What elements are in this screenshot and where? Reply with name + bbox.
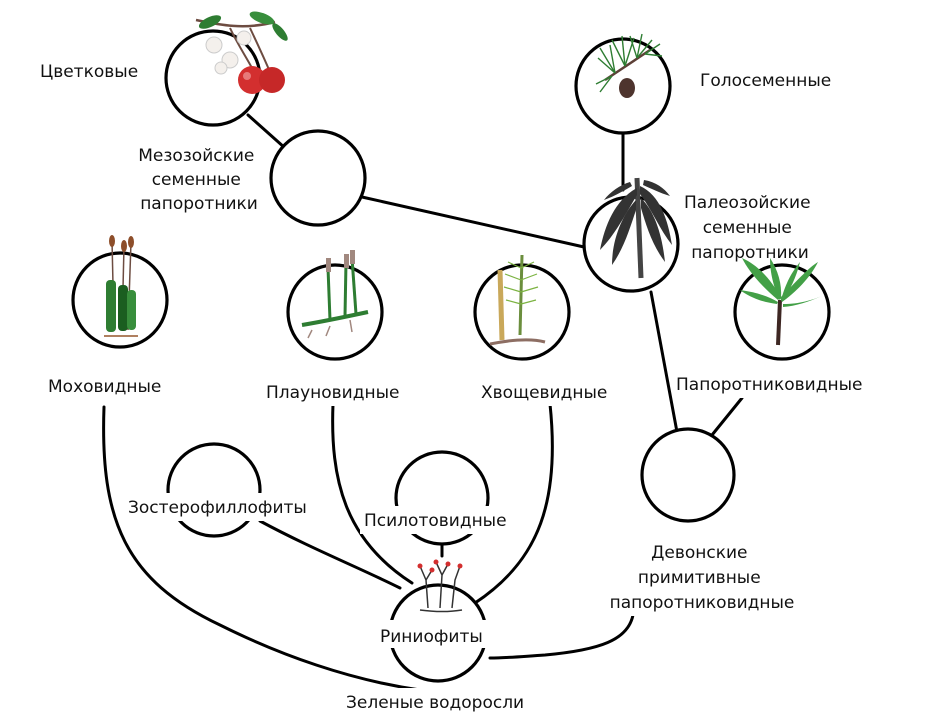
edge-flowering-mesozoic — [246, 113, 287, 150]
label-green-algae: Зеленые водоросли — [346, 693, 524, 713]
label-mesozoic-seed-ferns: Мезозойские семенные папоротники — [138, 146, 260, 214]
label-lycopods: Плауновидные — [266, 383, 399, 403]
node-lycopods — [286, 263, 384, 361]
edge-zostero-rhynia — [258, 519, 402, 590]
cherry-branch-icon — [195, 11, 288, 94]
node-devonian-ferns — [640, 427, 736, 523]
label-paleozoic-seed-ferns: Палеозойские семенные папоротники — [684, 193, 816, 263]
edge-lycopods-rhynia — [331, 402, 414, 585]
label-rhyniophytes: Риниофиты — [380, 627, 483, 647]
label-zosterophyllophytes: Зостерофиллофиты — [128, 498, 307, 518]
edge-mesozoic-paleozoic — [360, 195, 586, 249]
pine-branch-icon — [595, 33, 663, 98]
horsetail-icon — [489, 254, 546, 346]
club-moss-icon — [301, 250, 369, 339]
label-psilotophytes: Псилотовидные — [364, 511, 507, 531]
labels: Цветковые Голосеменные Мезозойские семен… — [40, 62, 862, 713]
label-horsetails: Хвощевидные — [481, 383, 607, 403]
node-zosterophyllophytes — [166, 442, 262, 538]
edge-horsetails-rhynia — [473, 402, 554, 605]
connections — [102, 113, 744, 692]
nodes — [71, 29, 831, 683]
rhynia-plant-icon — [417, 559, 463, 613]
edge-devonian-rhynia — [488, 613, 635, 660]
label-ferns: Папоротниковидные — [676, 375, 862, 395]
label-flowering: Цветковые — [40, 62, 138, 82]
node-ferns — [733, 263, 831, 361]
label-gymnosperms: Голосеменные — [700, 71, 831, 91]
edge-mosses-algae — [102, 405, 422, 692]
label-mosses: Моховидные — [48, 377, 161, 397]
node-mesozoic-seed-ferns — [269, 129, 367, 227]
seed-fern-tree-icon — [600, 177, 672, 279]
edge-paleozoic-devonian — [649, 290, 679, 434]
edge-ferns-devonian — [710, 396, 744, 437]
moss-plant-icon — [104, 235, 138, 337]
fern-plant-icon — [740, 258, 822, 346]
label-devonian-ferns: Девонские примитивные папоротниковидные — [610, 543, 795, 613]
